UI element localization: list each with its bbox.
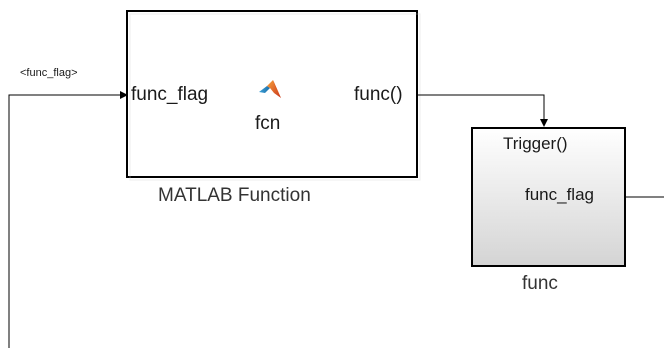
matlab-output-port-label: func()	[354, 84, 403, 105]
signal-line-feedback[interactable]	[8, 94, 122, 348]
func-subsystem-name[interactable]: func	[522, 273, 558, 294]
matlab-input-port-label: func_flag	[131, 84, 209, 105]
matlab-fcn-label: fcn	[255, 113, 281, 134]
func-output-port-label: func_flag	[525, 185, 594, 204]
signal-line-function-call[interactable]	[417, 94, 545, 120]
signal-label: <func_flag>	[20, 67, 78, 79]
matlab-logo-icon	[259, 80, 281, 98]
func-subsystem-block[interactable]	[471, 127, 626, 267]
matlab-block-name[interactable]: MATLAB Function	[158, 185, 311, 206]
matlab-function-block-shadow	[129, 13, 421, 181]
arrowhead-input-icon	[120, 91, 128, 99]
arrowhead-trigger-icon	[540, 119, 548, 127]
trigger-port-label: Trigger()	[503, 134, 568, 153]
matlab-function-block[interactable]	[126, 10, 418, 178]
